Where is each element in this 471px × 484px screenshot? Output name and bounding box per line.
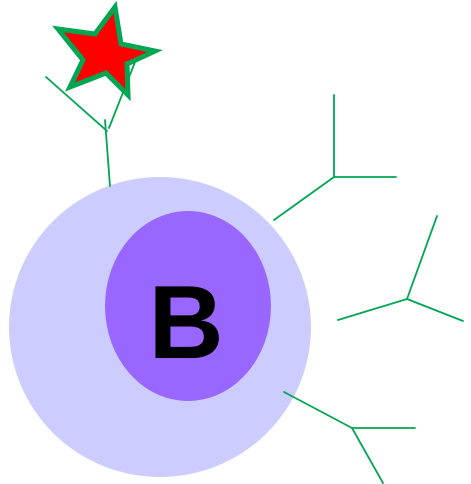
cell-nucleus [105,211,271,401]
antibody-middle-right [337,215,464,322]
antibody-middle-right-stem [337,298,408,321]
antigen-star [52,0,163,102]
antibody-lower-right-stem [283,391,353,429]
antibody-lower-right-arm-down [351,427,384,484]
antibody-upper-right-stem [273,176,335,221]
cell-label: B [148,265,223,381]
antibody-lower-right [283,391,416,484]
antibody-upper-right [273,94,397,221]
antibody-top-arm-left [45,76,108,132]
antibody-middle-right-arm-right [406,298,464,322]
antibody-middle-right-arm-top [406,215,438,300]
